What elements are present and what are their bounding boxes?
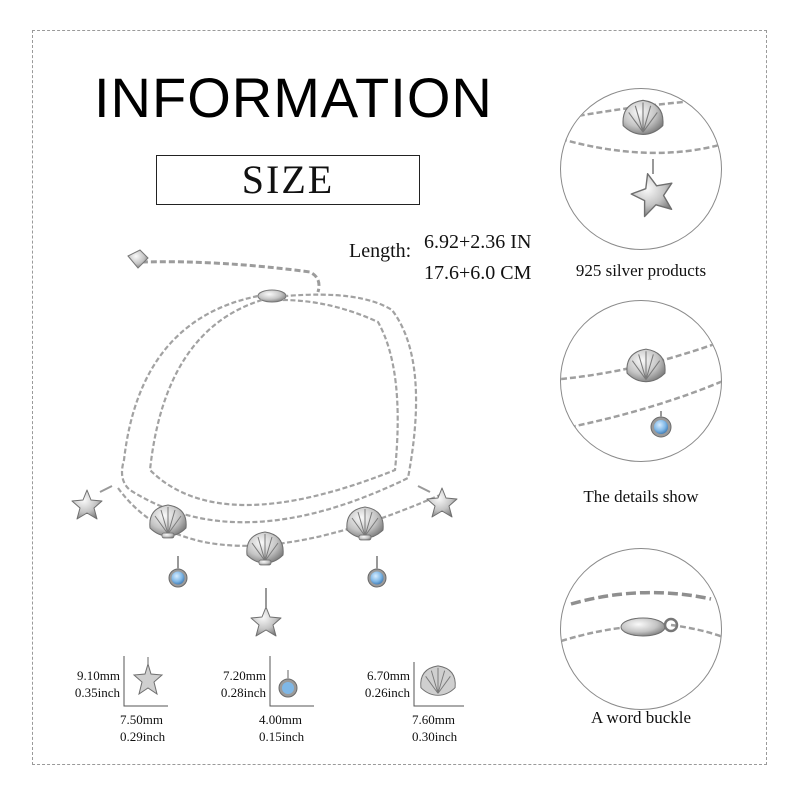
detail-circle-silver [560,88,722,250]
dashed-frame [32,30,767,765]
length-label: Length: [349,240,412,262]
size-label-box: SIZE [156,155,420,205]
charm-1-width: 7.50mm 0.29inch [120,712,166,744]
inner-chain [148,298,399,506]
caption-details: The details show [583,487,699,506]
shell-charm-icon [413,662,464,707]
length-inches: 6.92+2.36 IN [424,231,532,253]
extension-chain [141,260,321,293]
shell-star-closeup [561,97,721,218]
page-title: INFORMATION [94,66,493,129]
lobster-clasp [257,289,287,303]
outer-chain [120,293,418,524]
bracelet-illustration [71,249,458,637]
charm-3-width: 7.60mm 0.30inch [412,712,458,744]
caption-silver: 925 silver products [575,261,707,280]
buckle-closeup [561,590,721,643]
crystal-charm-icon [269,656,314,707]
charm-3-height: 6.70mm 0.26inch [364,668,410,700]
detail-circle-buckle [560,548,722,710]
charm-2-height: 7.20mm 0.28inch [220,668,266,700]
charm-1-height: 9.10mm 0.35inch [74,668,120,700]
starfish-charm-icon [123,656,168,707]
extender-drop [127,249,149,269]
length-cm: 17.6+6.0 CM [424,262,532,284]
charm-2-width: 4.00mm 0.15inch [259,712,305,744]
caption-buckle: A word buckle [590,708,692,727]
shell-gem-closeup [561,340,721,438]
detail-circle-details [560,300,722,462]
